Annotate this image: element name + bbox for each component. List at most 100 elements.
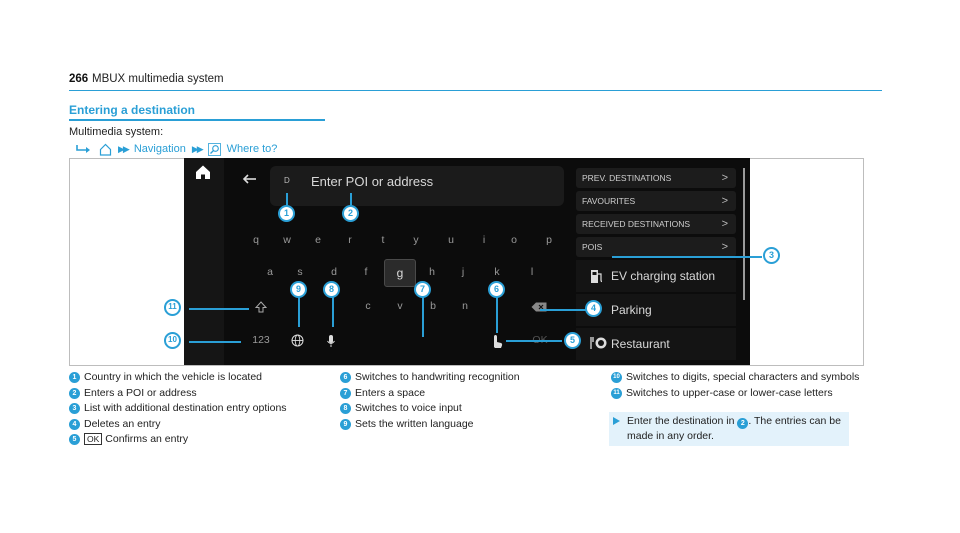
key-j[interactable]: j [461,266,465,278]
fuel-pump-icon [591,270,603,283]
category-label: EV charging station [611,269,716,283]
category-ev-charging[interactable]: EV charging station [576,260,736,292]
legend-text: Switches to digits, special characters a… [626,371,860,383]
navigation-screen: D Enter POI or address q w e r t y u i o… [184,158,750,365]
header-rule [69,90,882,91]
country-indicator: D [284,176,290,185]
home-icon[interactable] [195,164,211,180]
menu-favourites[interactable]: FAVOURITES> [576,191,736,211]
legend-text: Confirms an entry [105,433,189,445]
menu-received-destinations[interactable]: RECEIVED DESTINATIONS > [576,214,736,234]
key-p[interactable]: p [546,234,552,246]
key-u[interactable]: u [448,234,454,246]
legend-text: Switches to handwriting recognition [355,371,520,383]
key-o[interactable]: o [511,234,517,246]
legend-text: Switches to upper-case or lower-case let… [626,386,833,399]
key-n[interactable]: n [462,300,468,312]
category-label: Restaurant [611,337,670,351]
section-title: Entering a destination [69,103,196,117]
key-v[interactable]: v [397,300,403,312]
callout-line-3 [612,256,762,258]
menu-label: POIS [582,242,603,252]
category-parking[interactable]: Parking [576,294,736,326]
callout-line-1 [286,193,288,205]
back-arrow-icon[interactable] [242,173,258,185]
legend-number: 3 [69,403,80,414]
legend-number: 2 [737,418,749,429]
key-w[interactable]: w [283,234,291,246]
callout-1: 1 [278,205,295,222]
key-h[interactable]: h [429,266,435,278]
key-e[interactable]: e [315,234,321,246]
legend-number: 7 [340,387,351,399]
legend-item: 1 Country in which the vehicle is located [69,370,329,386]
key-i[interactable]: i [482,234,486,246]
key-d[interactable]: d [331,266,337,278]
key-q[interactable]: q [253,234,259,246]
callout-line-5 [506,340,562,342]
callout-line-11 [189,308,249,310]
legend-number: 9 [340,418,351,430]
menu-label: RECEIVED DESTINATIONS [582,219,690,229]
callout-line-7 [422,297,424,337]
page-header-title: MBUX multimedia system [92,73,224,85]
chevron-right-icon: > [721,241,728,253]
legend-text: Enters a POI or address [84,386,197,399]
key-k[interactable]: k [494,266,500,278]
callout-line-2 [350,193,352,205]
path-arrow-icon [76,144,90,153]
legend-text: Country in which the vehicle is located [84,371,263,383]
callout-9: 9 [290,281,307,298]
entry-box[interactable] [270,166,564,206]
key-l[interactable]: l [530,266,534,278]
legend-text: List with additional destination entry o… [84,402,287,414]
key-r[interactable]: r [348,234,352,246]
legend-text: Enters a space [355,386,426,399]
key-b[interactable]: b [430,300,436,312]
chevron-right-icon: ▶▶ [191,143,204,154]
key-c[interactable]: c [365,300,371,312]
legend-number: 1 [69,372,80,383]
menu-path: ▶▶ Navigation ▶▶ Where to? [76,142,277,156]
callout-3: 3 [763,247,780,264]
instruction-note: Enter the destination in 2. The entries … [609,412,849,446]
key-123[interactable]: 123 [252,334,270,346]
shift-icon[interactable] [255,301,267,313]
chevron-right-icon: > [721,218,728,230]
callout-7: 7 [414,281,431,298]
legend-item: 11 Switches to upper-case or lower-case l… [611,386,861,402]
callout-line-4 [540,309,588,311]
path-where-to: Where to? [226,143,278,155]
legend-item: 7 Enters a space [340,386,600,402]
key-g[interactable]: g [384,259,416,287]
home-icon [98,142,112,156]
scrollbar[interactable] [743,168,745,300]
legend-number: 8 [340,403,351,414]
key-y[interactable]: y [413,234,419,246]
instruction-arrow-icon [613,417,620,425]
note-text: . The entries can be made in any order. [627,415,841,442]
nav-strip [184,158,224,365]
menu-label: PREV. DESTINATIONS [582,173,672,183]
menu-prev-destinations[interactable]: PREV. DESTINATIONS> [576,168,736,188]
handwriting-icon[interactable] [490,333,504,349]
callout-10: 10 [164,332,181,349]
category-restaurant[interactable]: Restaurant [576,328,736,360]
menu-label: FAVOURITES [582,196,636,206]
key-a[interactable]: a [267,266,273,278]
key-f[interactable]: f [364,266,368,278]
poi-address-input[interactable]: Enter POI or address [311,174,434,189]
section-underline [69,119,325,121]
callout-4: 4 [585,300,602,317]
path-navigation: Navigation [133,143,186,155]
page-number: 266 [69,73,89,85]
globe-icon[interactable] [291,334,304,347]
menu-pois[interactable]: POIS > [576,237,736,257]
legend-number: 11 [611,387,622,399]
key-t[interactable]: t [381,234,385,246]
microphone-icon[interactable] [326,334,336,348]
key-s[interactable]: s [297,266,303,278]
